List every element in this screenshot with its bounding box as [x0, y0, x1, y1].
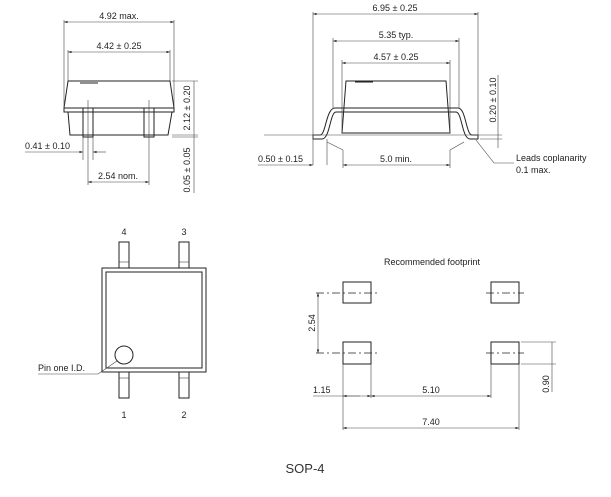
front-body: [63, 80, 175, 136]
dim-body-width: 4.42 ± 0.25: [97, 41, 142, 51]
dim-lead-span: 5.35 typ.: [379, 30, 414, 40]
dim-overall-span: 6.95 ± 0.25: [373, 3, 418, 13]
dim-inner-span: 5.0 min.: [380, 154, 412, 164]
footprint-title: Recommended footprint: [384, 257, 481, 267]
top-body: [101, 267, 207, 373]
dim-standoff: 0.05 ± 0.05: [182, 148, 192, 193]
dim-height: 2.12 ± 0.20: [182, 86, 192, 131]
pad: [342, 281, 372, 304]
coplanarity-note-line2: 0.1 max.: [516, 165, 551, 175]
dim-body-width-side: 4.57 ± 0.25: [374, 52, 419, 62]
coplanarity-note-line1: Leads coplanarity: [516, 153, 587, 163]
dim-lead-thickness: 0.20 ± 0.10: [488, 78, 498, 123]
pin-label-3: 3: [181, 227, 186, 237]
side-leads: [312, 107, 479, 140]
pin-2-lead: [178, 371, 190, 399]
dim-lead-length: 0.50 ± 0.15: [258, 154, 303, 164]
top-view: 4 3 1 2 Pin one I.D.: [38, 227, 207, 420]
front-view: 4.92 max. 4.42 ± 0.25 2.12 ± 0.20 0.05 ±…: [25, 11, 198, 193]
dim-pad-width: 0.90: [541, 375, 551, 393]
dim-footprint-pitch: 2.54: [307, 314, 317, 332]
pin-label-2: 2: [181, 410, 186, 420]
footprint: Recommended footprint 2.54 1.15 5.10 7.4…: [307, 257, 556, 430]
dim-outer-span: 7.40: [422, 417, 440, 427]
package-caption: SOP-4: [285, 461, 324, 476]
dim-pad-length: 1.15: [313, 385, 331, 395]
pin-one-label: Pin one I.D.: [38, 363, 85, 373]
pad: [490, 281, 520, 304]
pin-4-lead: [118, 241, 130, 269]
pin-1-lead: [118, 371, 130, 399]
pin-one-indicator: [114, 345, 134, 365]
dim-inner-gap: 5.10: [422, 385, 440, 395]
dim-lead-width: 0.41 ± 0.10: [25, 141, 70, 151]
side-body: [341, 80, 451, 134]
dim-pitch: 2.54 nom.: [98, 171, 138, 181]
pin-label-1: 1: [121, 410, 126, 420]
side-view: 6.95 ± 0.25 5.35 typ. 4.57 ± 0.25 0.20 ±…: [258, 3, 587, 175]
pin-label-4: 4: [121, 227, 126, 237]
dim-overall-width: 4.92 max.: [99, 11, 139, 21]
pin-3-lead: [178, 241, 190, 269]
